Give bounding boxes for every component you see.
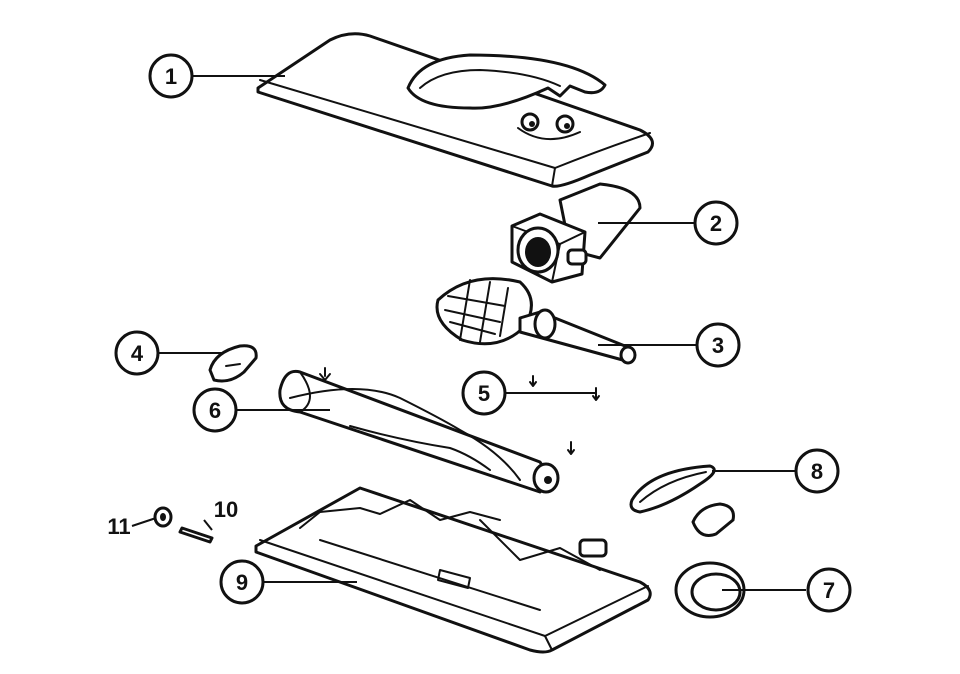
callout-5-label: 5 <box>478 381 490 406</box>
callout-9: 9 <box>219 559 265 605</box>
callout-2: 2 <box>693 200 739 246</box>
part-6-brush-roll <box>278 367 560 494</box>
part-10-pin <box>178 526 214 544</box>
part-11-washer <box>153 506 173 528</box>
part-2-swivel-neck <box>510 182 642 284</box>
part-3-axle-hub <box>435 277 637 365</box>
callout-6: 6 <box>192 387 238 433</box>
part-5-screws <box>529 375 600 455</box>
callout-9-label: 9 <box>236 570 248 595</box>
callout-4-label: 4 <box>131 341 144 366</box>
callout-1: 1 <box>148 53 194 99</box>
part-4-end-cap <box>208 344 258 383</box>
callout-11-label: 11 <box>107 514 130 539</box>
callout-8: 8 <box>794 448 840 494</box>
callout-7-label: 7 <box>823 578 835 603</box>
callout-3-label: 3 <box>712 333 724 358</box>
part-1-head-cover <box>256 32 654 188</box>
part-9-base-plate <box>254 486 652 654</box>
callout-5: 5 <box>461 370 507 416</box>
leader-lines <box>131 75 806 591</box>
callout-3: 3 <box>695 322 741 368</box>
callout-8-label: 8 <box>811 459 823 484</box>
callout-6-label: 6 <box>209 398 221 423</box>
callout-1-label: 1 <box>165 64 177 89</box>
part-7-wheel <box>674 502 746 619</box>
callout-2-label: 2 <box>710 211 722 236</box>
callout-4: 4 <box>114 330 160 376</box>
callout-10-label: 10 <box>214 497 238 522</box>
callout-7: 7 <box>806 567 852 613</box>
part-8-belt <box>629 464 716 514</box>
